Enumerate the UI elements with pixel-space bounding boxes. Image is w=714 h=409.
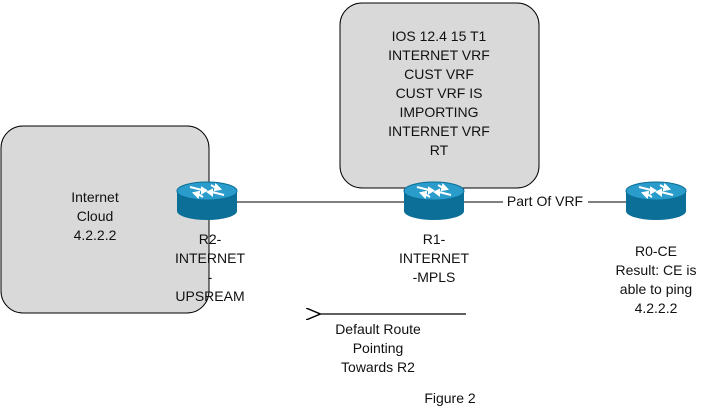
router-r0-icon — [625, 181, 687, 221]
notes-box-text: IOS 12.4 15 T1 INTERNET VRF CUST VRF CUS… — [388, 28, 490, 158]
router-r0-label: R0-CE Result: CE is able to ping 4.2.2.2 — [615, 243, 697, 316]
router-r2-label: R2- INTERNET - UPSREAM — [175, 231, 245, 304]
default-route-note: Default Route Pointing Towards R2 — [335, 321, 421, 375]
router-r2-icon — [176, 181, 238, 221]
link-label-part-of-vrf: Part Of VRF — [506, 193, 584, 209]
internet-cloud-label: Internet Cloud 4.2.2.2 — [71, 189, 119, 243]
figure-caption: Figure 2 — [424, 390, 476, 406]
router-r1-label: R1- INTERNET -MPLS — [399, 231, 469, 285]
router-r1-icon — [403, 181, 465, 221]
